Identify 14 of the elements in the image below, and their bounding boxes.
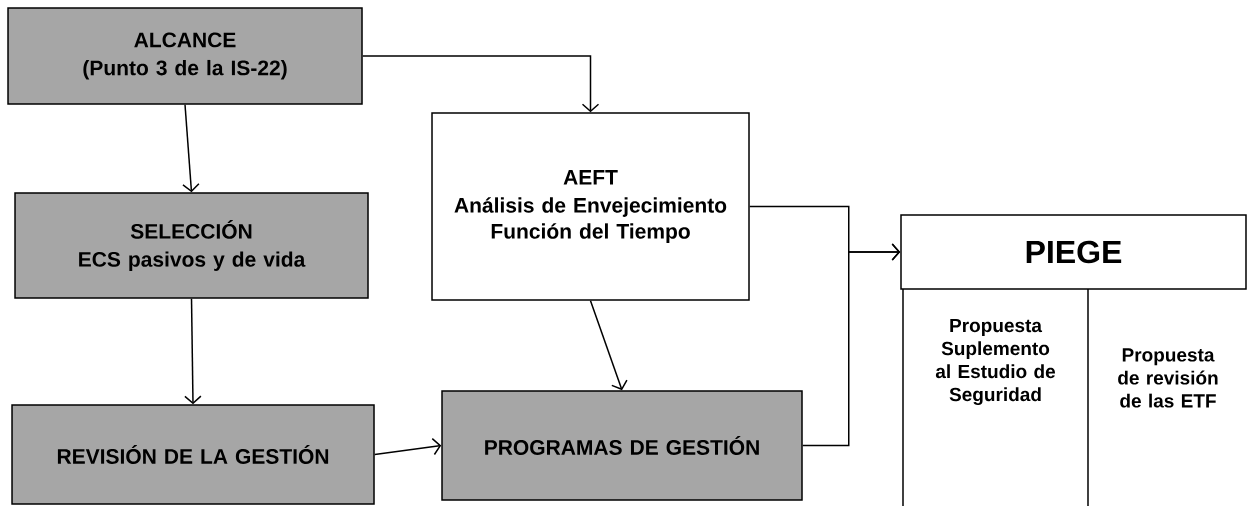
arrow [374, 437, 442, 456]
arrow [182, 104, 200, 193]
process-box: ALCANCE (Punto 3 de la IS-22) [7, 7, 363, 105]
arrow [362, 55, 600, 113]
process-box: REVISIÓN DE LA GESTIÓN [11, 404, 375, 505]
process-box: AEFT Análisis de Envejecimiento Función del Tiempo [431, 112, 750, 301]
arrow [802, 243, 901, 447]
column-text: Propuesta de revisión de las ETF [1118, 348, 1218, 408]
arrow [184, 298, 202, 405]
process-box: PROGRAMAS DE GESTIÓN [441, 390, 803, 501]
process-box: PIEGE [900, 214, 1247, 290]
arrow [589, 300, 628, 391]
process-box: SELECCIÓN ECS pasivos y de vida [14, 192, 369, 299]
column-text: Propuesta Suplemento al Estudio de Seguridad [935, 318, 1055, 406]
